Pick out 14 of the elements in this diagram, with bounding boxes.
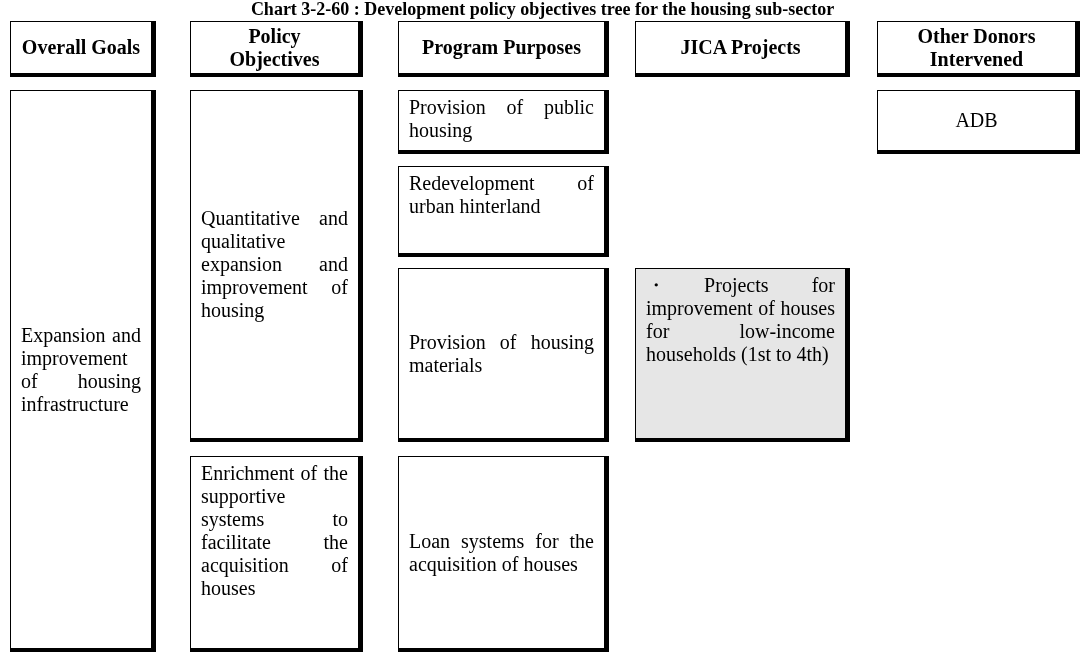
objective-box: Enrichment of the supportive systems to facilitate the acquisition of houses (190, 456, 363, 652)
goal-box: Expansion and improvement of housing infrastructure (10, 90, 156, 652)
purpose-box: Provision of public housing (398, 90, 609, 154)
purpose-box: Provision of housing materials (398, 268, 609, 442)
column-header: Other Donors Intervened (877, 21, 1080, 77)
column-header: JICA Projects (635, 21, 850, 77)
objective-box: Quantitative and qualitative expansion and improvement of housing (190, 90, 363, 442)
purpose-box: Loan systems for the acquisition of houses (398, 456, 609, 652)
column-header: Program Purposes (398, 21, 609, 77)
chart-title: Chart 3-2-60 : Development policy objectives tree for the housing sub-sector (249, 0, 836, 19)
column-header: Policy Objectives (190, 21, 363, 77)
column-header: Overall Goals (10, 21, 156, 77)
purpose-box: Redevelopment of urban hinterland (398, 166, 609, 257)
donor-box: ADB (877, 90, 1080, 154)
